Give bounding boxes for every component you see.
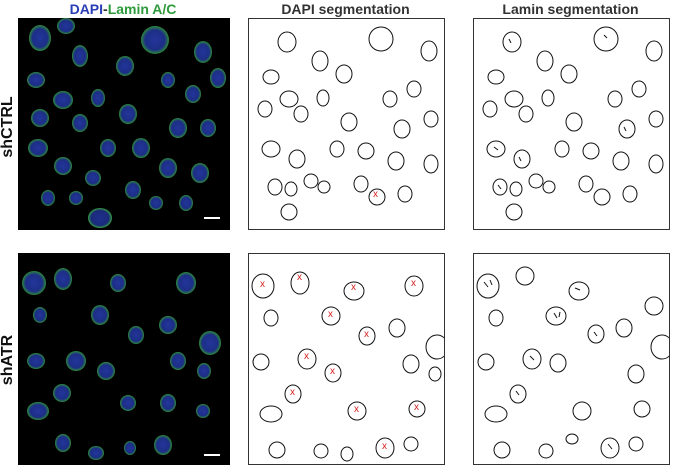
marker-x: x <box>382 441 387 452</box>
dapi-segmentation-shctrl: x <box>248 18 445 230</box>
marker-x: x <box>330 366 335 377</box>
micrograph-shctrl-image <box>27 18 226 228</box>
lamin-segmentation-shatr <box>473 253 670 465</box>
micrograph-shatr-image <box>22 268 221 460</box>
col-title-lamin-segmentation: Lamin segmentation <box>502 1 639 17</box>
marker-x: x <box>297 272 302 283</box>
marker-x: x <box>373 189 378 200</box>
scale-bar <box>204 454 220 456</box>
row-label-shctrl: shCTRL <box>0 96 16 158</box>
marker-x: x <box>364 329 369 340</box>
row-label-shatr: shATR <box>0 334 16 386</box>
dapi-segmentation-shatr: x x x x x x x x x x x x <box>248 253 445 465</box>
marker-x: x <box>351 282 356 293</box>
marker-x: x <box>354 404 359 415</box>
lamin-seg-shctrl-outlines <box>482 26 664 221</box>
lamin-seg-shatr-outlines <box>476 266 669 459</box>
marker-x: x <box>290 387 295 398</box>
title-dash: - <box>103 1 108 17</box>
micrograph-shatr <box>18 253 230 465</box>
marker-x: x <box>304 351 309 362</box>
dapi-seg-shctrl-outlines <box>257 26 439 221</box>
title-lamin: Lamin A/C <box>107 1 177 17</box>
marker-x: x <box>414 402 419 413</box>
col-title-microscopy: DAPI-Lamin A/C <box>18 0 228 18</box>
marker-x: x <box>411 278 416 289</box>
lamin-segmentation-shctrl <box>473 18 670 230</box>
marker-x: x <box>260 279 265 290</box>
col-title-dapi-segmentation: DAPI segmentation <box>281 1 410 17</box>
marker-x: x <box>328 309 333 320</box>
dapi-seg-shatr-outlines <box>251 271 444 462</box>
title-dapi: DAPI <box>69 1 104 17</box>
scale-bar <box>204 217 220 219</box>
micrograph-shctrl <box>18 18 230 230</box>
